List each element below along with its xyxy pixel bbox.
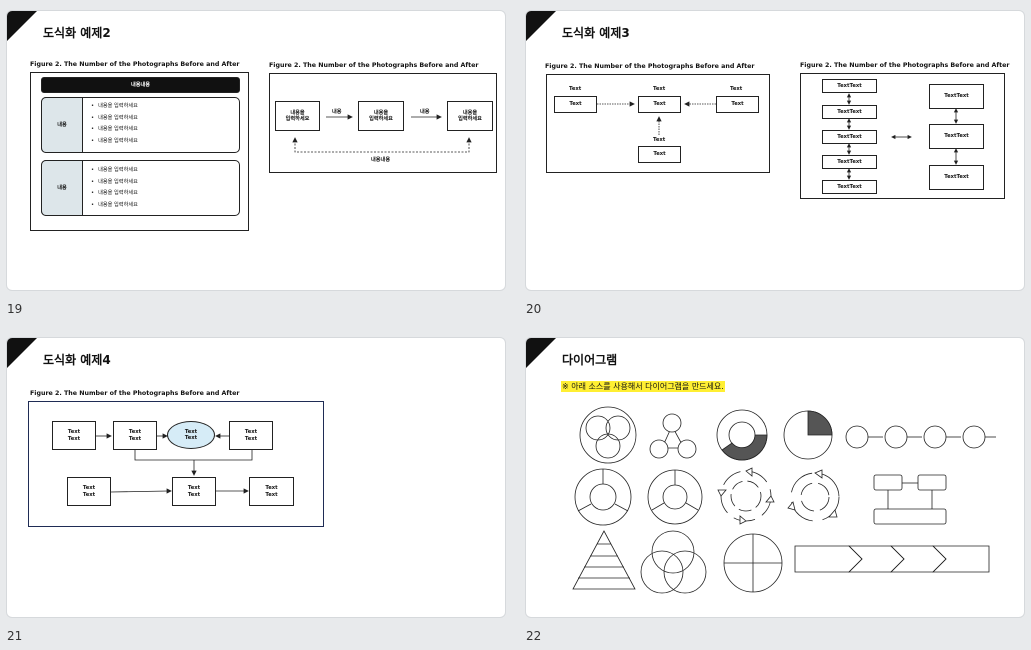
flow-box: 내용을 입력하세요 <box>275 101 320 131</box>
text-box: Text <box>716 96 759 113</box>
text-box: TextText <box>822 155 877 169</box>
panel-side-label: 내용 <box>41 160 83 216</box>
triangle-network-shape <box>649 413 697 459</box>
figure-caption: Figure 2. The Number of the Photographs … <box>30 390 240 397</box>
figure-frame <box>546 74 770 173</box>
corner-decoration <box>7 338 37 368</box>
list-item: 내용을 입력하세요 <box>91 124 138 136</box>
return-label: 내용내용 <box>371 157 391 163</box>
text-box: Text <box>554 96 597 113</box>
slide-19-thumbnail[interactable]: 도식화 예제2 Figure 2. The Number of the Phot… <box>6 10 506 291</box>
box-label: Text <box>653 137 666 143</box>
slide-number: 20 <box>526 302 542 316</box>
text-box: TextText <box>822 105 877 119</box>
list-item: 내용을 입력하세요 <box>91 200 138 212</box>
list-item: 내용을 입력하세요 <box>91 101 138 113</box>
slide-number: 21 <box>7 629 23 643</box>
ellipse-node: Text Text <box>167 421 215 449</box>
figure-frame <box>269 73 497 173</box>
slide-title: 도식화 예제4 <box>43 353 111 367</box>
cycle-ring-shape <box>647 469 703 525</box>
text-box: TextText <box>929 165 984 190</box>
slide-number: 19 <box>7 302 23 316</box>
text-box: Text Text <box>229 421 273 450</box>
figure-caption: Figure 2. The Number of the Photographs … <box>269 62 479 69</box>
flow-connectors <box>292 114 472 153</box>
slide-title: 다이어그램 <box>562 353 618 367</box>
circular-arrows-shape <box>787 469 840 522</box>
pie-chart-shape <box>783 410 833 460</box>
corner-decoration <box>7 11 37 41</box>
box-label: Text <box>569 86 582 92</box>
list-item: 내용을 입력하세요 <box>91 188 138 200</box>
slide-21-thumbnail[interactable]: 도식화 예제4 Figure 2. The Number of the Phot… <box>6 337 506 618</box>
instruction-note: ※ 아래 소스를 사용해서 다이어그램을 만드세요. <box>561 381 725 392</box>
circle-cluster-shape <box>579 406 637 464</box>
slide-title: 도식화 예제3 <box>562 26 630 40</box>
chevron-process-shape <box>794 545 990 573</box>
slide-number: 22 <box>526 629 542 643</box>
figure-caption: Figure 2. The Number of the Photographs … <box>800 62 1010 69</box>
flow-connectors <box>96 433 253 494</box>
text-box: Text Text <box>67 477 111 506</box>
arrow-label: 내용 <box>420 109 430 115</box>
list-item: 내용을 입력하세요 <box>91 136 138 148</box>
text-box: Text <box>638 146 681 163</box>
text-box: Text Text <box>249 477 294 506</box>
pyramid-shape <box>572 530 636 590</box>
box-label: Text <box>730 86 743 92</box>
header-bar: 내용내용 <box>41 77 240 93</box>
text-box: TextText <box>822 130 877 144</box>
bullet-list: 내용을 입력하세요 내용을 입력하세요 내용을 입력하세요 내용을 입력하세요 <box>91 101 138 147</box>
quad-circle-shape <box>723 533 783 593</box>
flow-box: 내용을 입력하세요 <box>447 101 493 131</box>
box-flow-shape <box>873 474 947 525</box>
figure-frame <box>28 401 324 527</box>
diagram-shapes <box>572 406 996 594</box>
circular-arrows-shape <box>717 467 775 525</box>
arrow-label: 내용 <box>332 109 342 115</box>
figure-caption: Figure 2. The Number of the Photographs … <box>30 61 240 68</box>
text-box: TextText <box>822 79 877 93</box>
text-box: TextText <box>929 84 984 109</box>
circle-chain-shape <box>845 425 996 449</box>
flow-connectors <box>597 93 959 180</box>
figure-frame <box>30 72 249 231</box>
venn-diagram-shape <box>640 530 707 594</box>
corner-decoration <box>526 338 556 368</box>
donut-chart-shape <box>716 409 768 461</box>
figure-frame <box>800 73 1005 199</box>
cycle-ring-shape <box>574 468 632 526</box>
list-item: 내용을 입력하세요 <box>91 177 138 189</box>
bullet-list: 내용을 입력하세요 내용을 입력하세요 내용을 입력하세요 내용을 입력하세요 <box>91 165 138 211</box>
flow-box: 내용을 입력하세요 <box>358 101 404 131</box>
slide-22-thumbnail[interactable]: 다이어그램 ※ 아래 소스를 사용해서 다이어그램을 만드세요. <box>525 337 1025 618</box>
list-item: 내용을 입력하세요 <box>91 113 138 125</box>
corner-decoration <box>526 11 556 41</box>
text-box: Text Text <box>52 421 96 450</box>
list-item: 내용을 입력하세요 <box>91 165 138 177</box>
panel-side-label: 내용 <box>41 97 83 153</box>
text-box: Text Text <box>172 477 216 506</box>
text-box: TextText <box>822 180 877 194</box>
figure-caption: Figure 2. The Number of the Photographs … <box>545 63 755 70</box>
text-box: Text <box>638 96 681 113</box>
slide-title: 도식화 예제2 <box>43 26 111 40</box>
box-label: Text <box>653 86 666 92</box>
text-box: Text Text <box>113 421 157 450</box>
slide-20-thumbnail[interactable]: 도식화 예제3 Figure 2. The Number of the Phot… <box>525 10 1025 291</box>
text-box: TextText <box>929 124 984 149</box>
